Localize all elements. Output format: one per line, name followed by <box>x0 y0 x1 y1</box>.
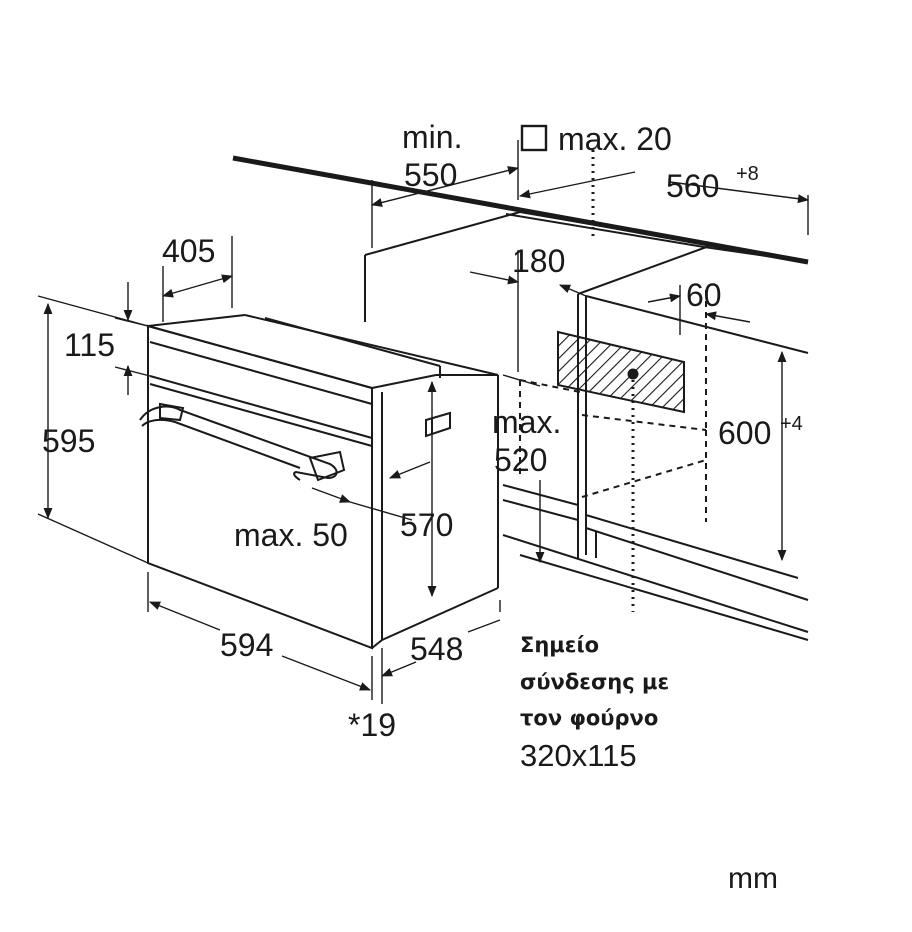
label-405: 405 <box>162 233 215 269</box>
note-line-1: Σημείο <box>520 633 599 657</box>
label-594: 594 <box>220 627 273 663</box>
dimension-lines <box>37 140 810 704</box>
square-symbol-icon <box>520 124 548 152</box>
label-max50: max. 50 <box>234 517 348 553</box>
connection-point-icon <box>627 368 639 380</box>
label-19: *19 <box>348 707 396 743</box>
label-max20: max. 20 <box>558 121 672 157</box>
label-560-tol: +8 <box>736 163 759 185</box>
label-548: 548 <box>410 631 463 667</box>
note-line-3: τον φούρνο <box>520 706 658 730</box>
label-60: 60 <box>686 277 722 313</box>
label-550: 550 <box>404 157 457 193</box>
connection-note: Σημείο σύνδεσης με τον φούρνο 320x115 <box>520 633 669 773</box>
oven <box>139 314 499 650</box>
label-570: 570 <box>400 507 453 543</box>
label-max: max. <box>492 404 561 440</box>
unit-label: mm <box>728 862 778 895</box>
label-600-tol: +4 <box>780 413 803 435</box>
label-595: 595 <box>42 423 95 459</box>
cabinet-niche <box>232 150 809 641</box>
note-size: 320x115 <box>520 738 637 773</box>
label-min: min. <box>402 119 462 155</box>
label-600: 600 <box>718 415 771 451</box>
note-line-2: σύνδεσης με <box>520 670 669 694</box>
label-520: 520 <box>494 442 547 478</box>
label-115: 115 <box>64 327 115 363</box>
label-180: 180 <box>512 243 565 279</box>
label-560: 560 <box>666 168 719 204</box>
